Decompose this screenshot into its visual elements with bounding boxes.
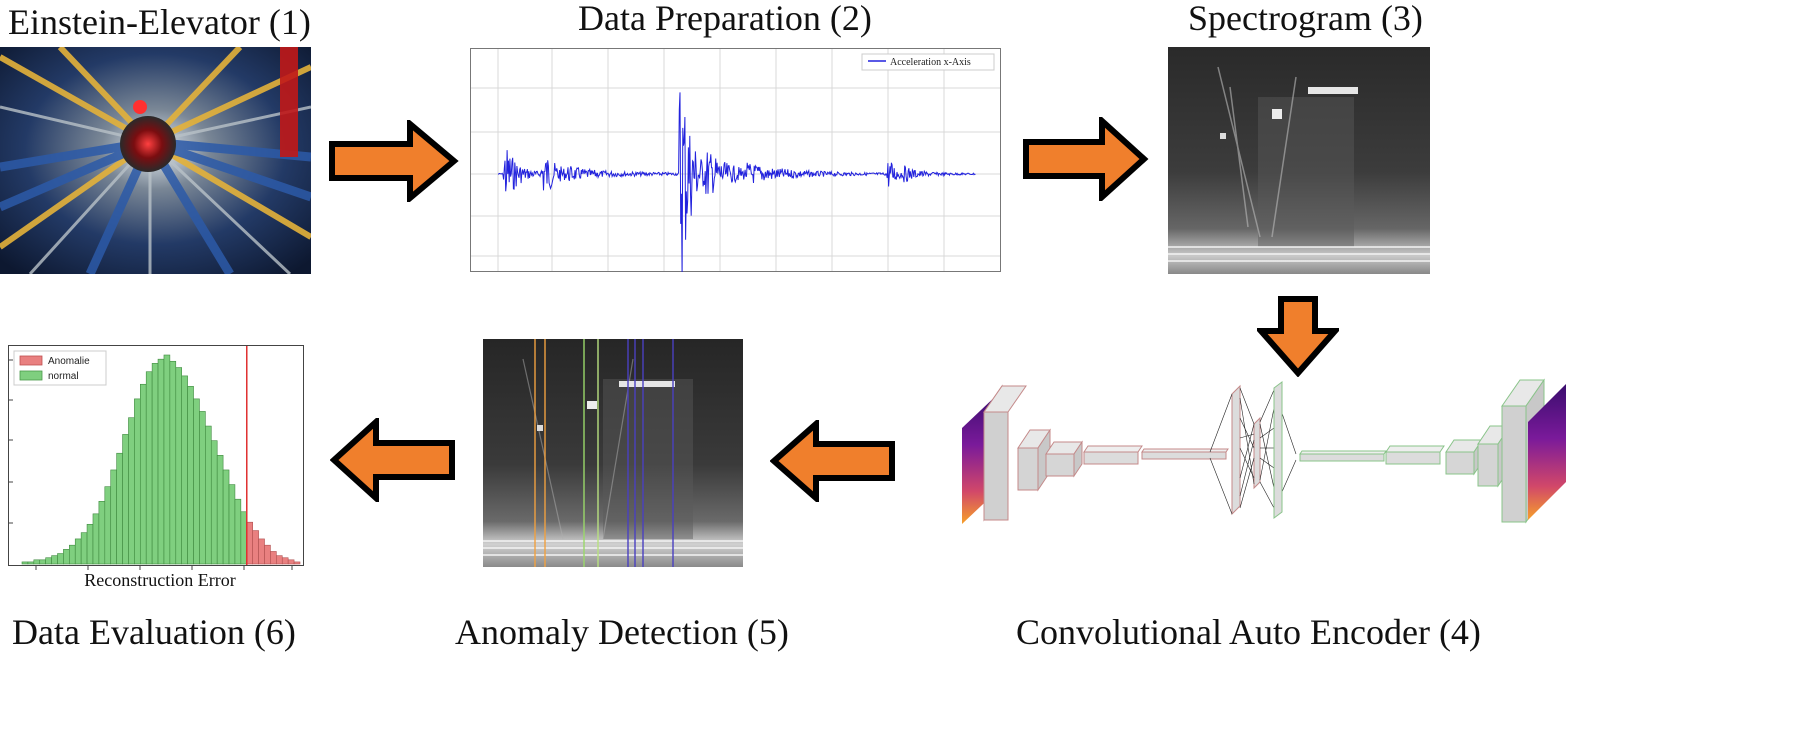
einstein-elevator-photo [0, 47, 311, 274]
histogram-bar-normal [210, 440, 218, 565]
histogram-bar-normal [92, 513, 100, 565]
histogram-bar-normal [187, 386, 194, 565]
histogram-bar-normal [104, 486, 112, 565]
histogram-bar-normal [228, 484, 236, 565]
histogram-bar-normal [122, 434, 129, 565]
histogram-bar-normal [193, 398, 200, 565]
legend-normal-label: normal [48, 371, 79, 382]
acceleration-signal [497, 92, 976, 272]
histogram-bar-normal [51, 555, 58, 565]
histogram-bar-normal [69, 544, 76, 565]
histogram-xlabel: Reconstruction Error [84, 570, 235, 590]
title-anomaly-detection: Anomaly Detection (5) [455, 612, 789, 652]
histogram-bar-normal [110, 469, 117, 565]
histogram-bar-anomalie [276, 555, 283, 565]
histogram-bar-anomalie [293, 561, 301, 565]
title-spectrogram: Spectrogram (3) [1188, 0, 1423, 38]
histogram-bar-normal [222, 469, 230, 565]
encoder-layer-4 [1083, 445, 1143, 453]
latent-dense-1 [1231, 384, 1241, 516]
histogram-bar-normal [45, 557, 52, 565]
histogram-bar-anomalie [258, 538, 265, 565]
spectrogram-image [1168, 47, 1430, 274]
histogram-bar-normal [216, 455, 224, 565]
histogram-bar-normal [134, 398, 141, 565]
title-data-preparation: Data Preparation (2) [578, 0, 872, 38]
latent-dense-2 [1253, 416, 1261, 490]
arrow-down [1257, 296, 1339, 377]
histogram-bar-normal [86, 523, 94, 565]
histogram-bar-normal [175, 367, 182, 565]
histogram-bar-normal [199, 411, 206, 565]
histogram-bar-anomalie [252, 530, 259, 565]
decoder-output-spectrogram [1528, 384, 1566, 520]
signal-plot: Acceleration x-Axis [470, 48, 1001, 272]
histogram-bar-normal [27, 561, 35, 565]
signal-legend: Acceleration x-Axis [861, 53, 995, 71]
histogram-bar-normal [181, 375, 188, 565]
histogram-bar-normal [98, 501, 106, 565]
latent-dense-3 [1273, 381, 1283, 519]
histogram-bar-anomalie [287, 559, 295, 565]
histogram-bar-normal [240, 511, 248, 565]
histogram-bar-anomalie [270, 551, 277, 565]
histogram-legend: Anomalie normal [13, 350, 107, 386]
histogram-bar-anomalie [264, 544, 271, 565]
histogram-bar-normal [234, 498, 242, 565]
decoder-layer-2 [1385, 445, 1445, 453]
histogram-bar-normal [163, 354, 171, 565]
arrow-right-2 [1023, 117, 1149, 201]
arrow-left-2 [330, 418, 455, 502]
histogram-bar-normal [57, 553, 64, 565]
anomaly-markers [534, 339, 674, 567]
reconstruction-error-histogram: Anomalie normal Reconstruction Error [8, 345, 304, 593]
conv-auto-encoder-diagram [960, 378, 1809, 528]
histogram-bar-normal [63, 549, 70, 565]
legend-anomalie-label: Anomalie [48, 356, 90, 367]
histogram-bar-normal [80, 532, 88, 565]
anomaly-detection-image [483, 339, 743, 567]
arrow-right-1 [329, 120, 459, 202]
histogram-bar-normal [33, 559, 41, 565]
histogram-bar-normal [151, 363, 159, 565]
histogram-bar-normal [39, 559, 46, 565]
arrow-left-1 [770, 420, 895, 502]
histogram-bar-normal [205, 425, 212, 565]
histogram-bar-normal [140, 383, 147, 565]
signal-legend-label: Acceleration x-Axis [890, 57, 971, 68]
histogram-bar-normal [116, 452, 123, 565]
histogram-bar-normal [145, 371, 153, 565]
histogram-bar-normal [21, 561, 29, 565]
histogram-bar-anomalie [246, 521, 253, 565]
title-einstein-elevator: Einstein-Elevator (1) [8, 2, 311, 42]
title-data-evaluation: Data Evaluation (6) [12, 612, 296, 652]
histogram-bar-normal [169, 360, 177, 565]
histogram-bar-normal [128, 417, 135, 565]
histogram-bar-normal [157, 358, 165, 565]
title-conv-auto-encoder: Convolutional Auto Encoder (4) [1016, 612, 1481, 652]
histogram-bar-normal [74, 538, 82, 565]
histogram-bar-anomalie [281, 557, 289, 565]
